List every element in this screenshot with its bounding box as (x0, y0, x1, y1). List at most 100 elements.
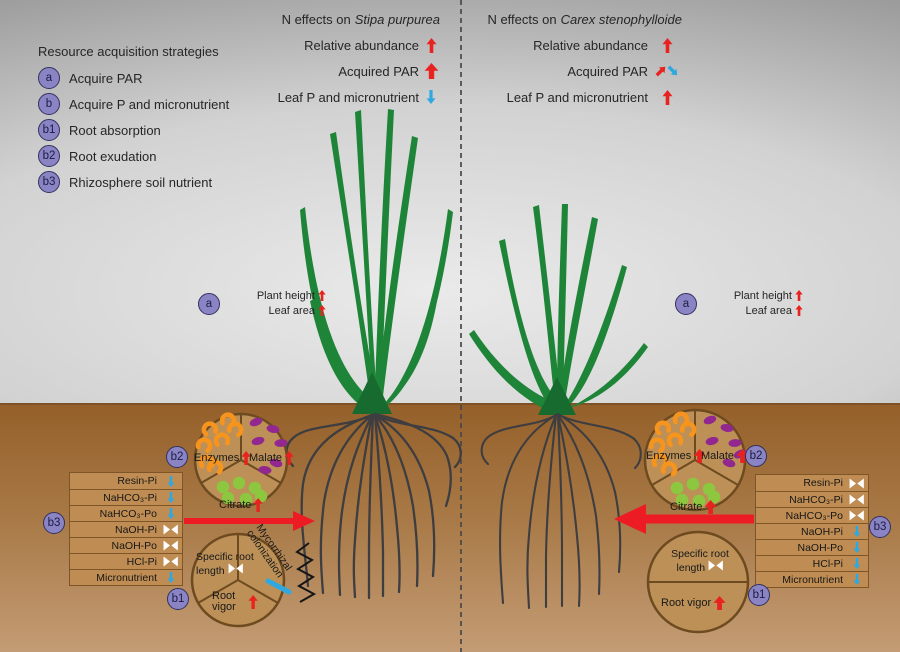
nutrient-label: HCl-Pi (126, 555, 157, 568)
table-row: NaOH-Po (756, 539, 868, 555)
legend-item-label: Acquire PAR (69, 70, 143, 86)
citrate-blobs (216, 476, 268, 506)
canopy-row: Plant height (705, 288, 803, 303)
panel-header-left: N effects on Stipa purpurea Relative abu… (250, 6, 440, 110)
legend-title: Resource acquisition strategies (38, 44, 219, 59)
roots-left (285, 412, 462, 600)
canopy-label: Plant height (256, 289, 315, 302)
nutrient-label: Resin-Pi (803, 477, 843, 489)
sector-label-malate-left: Malate (249, 451, 294, 465)
sector-label-citrate-right: Citrate (670, 500, 718, 514)
table-row: NaHCO₃-Pi (756, 491, 868, 507)
citrate-blobs (670, 477, 721, 508)
nutrient-label: Micronutrient (782, 573, 843, 586)
badge-b1-right: b1 (748, 584, 770, 606)
mycorrhizae-hatching (295, 542, 317, 603)
effect-label: Relative abundance (533, 37, 648, 53)
sky-background (0, 0, 900, 403)
legend-item-acquire-par: a Acquire PAR (38, 65, 278, 91)
legend-item-root-exudation: b2 Root exudation (38, 143, 278, 169)
trend-no-change-icon (708, 560, 723, 571)
badge-b3: b3 (38, 171, 60, 193)
table-row: HCl-Pi (70, 553, 182, 569)
table-row: Micronutrient (756, 571, 868, 587)
legend-item-rhizosphere: b3 Rhizosphere soil nutrient (38, 169, 278, 195)
trend-up-bold-icon (713, 596, 726, 610)
badge-b1-left: b1 (167, 588, 189, 610)
absorption-circle-left (190, 532, 292, 628)
species-name: Carex stenophylloide (560, 11, 682, 27)
effect-row: Relative abundance (486, 32, 682, 58)
trend-down-icon (160, 572, 182, 583)
exudation-flow-arrow-left (184, 511, 315, 531)
trend-no-change-icon (160, 524, 182, 535)
title-prefix: N effects on (487, 11, 557, 27)
canopy-group-left: a Plant height Leaf area (198, 288, 326, 318)
trend-down-icon (160, 508, 182, 519)
trend-down-icon (160, 492, 182, 503)
effect-label: Acquired PAR (567, 63, 648, 79)
badge-b2: b2 (38, 145, 60, 167)
panel-header-right: N effects on Carex stenophylloide Relati… (486, 6, 682, 110)
canopy-label: Leaf area (745, 304, 792, 317)
absorption-circle-right (646, 530, 750, 634)
badge-b: b (38, 93, 60, 115)
badge-a: a (38, 67, 60, 89)
trend-down-icon (846, 558, 868, 569)
nutrient-label: NaOH-Pi (114, 523, 157, 536)
table-row: Resin-Pi (756, 475, 868, 491)
trend-down-icon (846, 542, 868, 553)
trend-up-icon (253, 498, 264, 512)
trend-up-icon (241, 451, 252, 465)
trend-down-icon (160, 475, 182, 487)
nutrient-label: NaHCO₃-Pi (789, 493, 843, 506)
label-specific-root-length-left: Specific root length (196, 551, 254, 577)
nutrient-label: NaHCO₃-Po (99, 507, 157, 520)
label-root-vigor-right: Root vigor (661, 596, 726, 610)
trend-up-icon (652, 89, 682, 105)
canopy-row: Leaf area (228, 303, 326, 318)
effect-row: Acquired PAR (486, 58, 682, 84)
badge-a: a (198, 293, 220, 315)
badge-b1: b1 (38, 119, 60, 141)
trend-no-change-icon (160, 556, 182, 567)
trend-up-icon (284, 451, 294, 465)
legend: Resource acquisition strategies a Acquir… (38, 44, 278, 195)
trend-up-icon (318, 305, 326, 316)
trend-up-icon (318, 290, 326, 301)
exudation-flow-arrow-right (614, 504, 754, 534)
trend-up-icon (422, 37, 440, 53)
legend-item-label: Root absorption (69, 122, 161, 138)
trend-up-bold-icon (704, 500, 718, 514)
canopy-row: Plant height (228, 288, 326, 303)
sector-label-malate-right: Malate (701, 449, 749, 463)
species-name: Stipa purpurea (354, 11, 440, 27)
badge-b2-left: b2 (166, 446, 188, 468)
trend-down-icon (846, 526, 868, 537)
trend-no-change-icon (846, 478, 868, 489)
effect-row: Leaf P and micronutrient (486, 84, 682, 110)
canopy-label: Plant height (733, 289, 792, 302)
legend-item-label: Rhizosphere soil nutrient (69, 174, 213, 190)
legend-item-root-absorption: b1 Root absorption (38, 117, 278, 143)
table-row: HCl-Pi (756, 555, 868, 571)
canopy-row: Leaf area (705, 303, 803, 318)
trend-up-bold-icon (422, 63, 440, 79)
grass-plant-right (469, 204, 648, 415)
trend-up-icon (652, 37, 682, 53)
trend-no-change-icon (228, 563, 243, 574)
nutrient-label: HCl-Pi (812, 557, 843, 570)
canopy-group-right: a Plant height Leaf area (675, 288, 803, 318)
trend-up-icon (248, 595, 258, 609)
enzyme-blobs (648, 411, 697, 477)
legend-item-label: Root exudation (69, 148, 157, 164)
nutrient-label: NaOH-Po (797, 541, 843, 554)
panel-title: N effects on Carex stenophylloide (486, 6, 682, 32)
effect-label: Relative abundance (304, 37, 419, 53)
malate-blobs (249, 417, 288, 474)
badge-a: a (675, 293, 697, 315)
effect-label: Acquired PAR (338, 63, 419, 79)
trend-down-icon (846, 574, 868, 585)
title-prefix: N effects on (281, 11, 351, 27)
panel-title: N effects on Stipa purpurea (250, 6, 440, 32)
